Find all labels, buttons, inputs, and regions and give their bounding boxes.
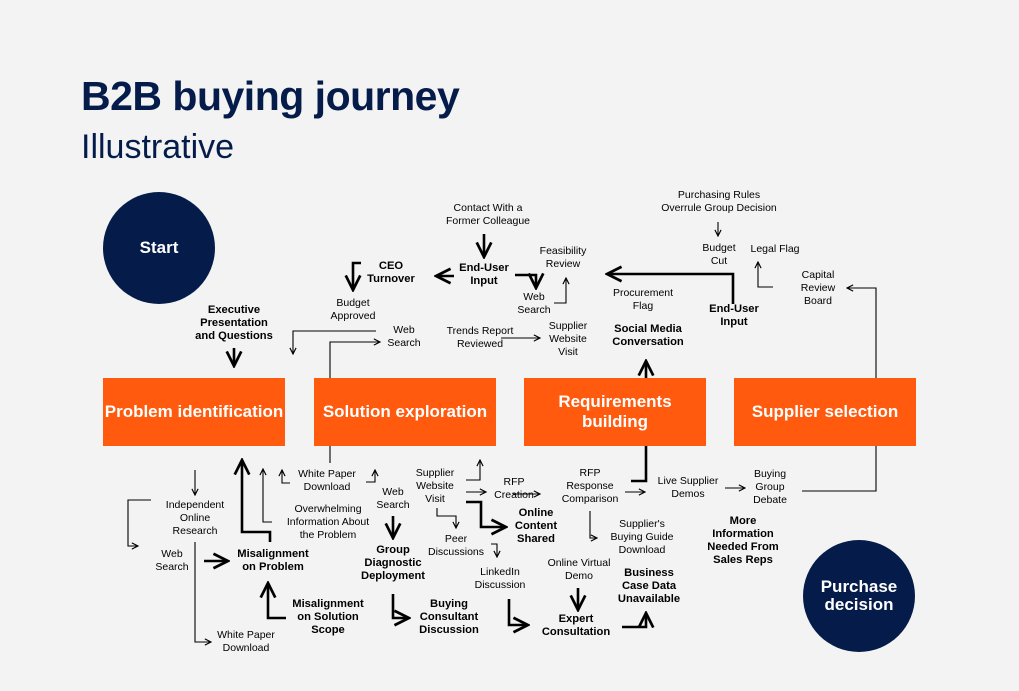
event-end-user-input: End-User Input bbox=[459, 262, 509, 287]
event-supplier-website-visit: Supplier Website Visit bbox=[415, 467, 455, 505]
event-live-supplier-demos: Live Supplier Demos bbox=[657, 475, 719, 500]
arrow bbox=[589, 511, 597, 538]
event-capital-review-board: Capital Review Board bbox=[800, 269, 836, 307]
arrow bbox=[127, 499, 151, 546]
event-budget-cut: Budget Cut bbox=[702, 242, 736, 267]
arrow bbox=[263, 469, 272, 523]
arrow bbox=[507, 599, 528, 625]
arrow bbox=[194, 542, 211, 642]
event-business-case-data-unavailable: Business Case Data Unavailable bbox=[617, 567, 681, 605]
arrow bbox=[466, 460, 480, 481]
event-web-search: Web Search bbox=[155, 548, 189, 573]
event-purchasing-rules: Purchasing Rules Overrule Group Decision bbox=[661, 189, 777, 214]
event-social-media-conversation: Social Media Conversation bbox=[612, 323, 684, 348]
event-rfp-creation: RFP Creation bbox=[494, 476, 534, 501]
arrow bbox=[515, 275, 536, 288]
event-buying-group-debate: Buying Group Debate bbox=[753, 468, 787, 506]
arrow bbox=[847, 288, 877, 378]
page-title: B2B buying journey bbox=[81, 73, 460, 119]
arrow bbox=[466, 500, 506, 527]
event-expert-consultation: Expert Consultation bbox=[541, 613, 611, 638]
event-feasibility-review: Feasibility Review bbox=[539, 245, 587, 270]
event-peer-discussions: Peer Discussions bbox=[427, 533, 485, 558]
arrow bbox=[282, 470, 290, 484]
event-misalignment-on-problem: Misalignment on Problem bbox=[237, 548, 309, 573]
arrow bbox=[491, 543, 497, 557]
event-budget-approved: Budget Approved bbox=[330, 297, 376, 322]
event-web-search: Web Search bbox=[517, 291, 551, 316]
event-independent-online-research: Independent Online Research bbox=[165, 499, 225, 537]
arrow bbox=[758, 262, 773, 288]
arrow bbox=[622, 613, 646, 629]
arrow bbox=[554, 278, 566, 304]
arrow bbox=[293, 330, 376, 354]
arrow bbox=[242, 460, 272, 542]
event-end-user-input: End-User Input bbox=[709, 303, 759, 328]
stage-requirements-building: Requirements building bbox=[524, 378, 706, 446]
event-web-search: Web Search bbox=[376, 486, 410, 511]
event-web-search: Web Search bbox=[387, 324, 421, 349]
stage-supplier-selection: Supplier selection bbox=[734, 378, 916, 446]
event-trends-report: Trends Report Reviewed bbox=[446, 325, 514, 350]
page-subtitle: Illustrative bbox=[81, 128, 235, 166]
event-buying-guide-download: Supplier's Buying Guide Download bbox=[610, 518, 674, 556]
stage-problem-identification: Problem identification bbox=[103, 378, 285, 446]
arrow bbox=[353, 261, 361, 290]
event-more-information-needed: More Information Needed From Sales Reps bbox=[707, 515, 779, 566]
event-white-paper-download: White Paper Download bbox=[217, 629, 275, 654]
event-contact-former-colleague: Contact With a Former Colleague bbox=[445, 202, 531, 227]
event-buying-consultant-discussion: Buying Consultant Discussion bbox=[419, 598, 479, 636]
event-group-diagnostic-deployment: Group Diagnostic Deployment bbox=[360, 544, 426, 582]
event-white-paper-download: White Paper Download bbox=[298, 468, 356, 493]
event-online-virtual-demo: Online Virtual Demo bbox=[547, 557, 611, 582]
arrow bbox=[329, 342, 380, 378]
arrow bbox=[802, 446, 877, 492]
purchase-decision-node: Purchase decision bbox=[803, 540, 915, 652]
event-ceo-turnover: CEO Turnover bbox=[367, 260, 415, 285]
event-overwhelming-information: Overwhelming Information About the Probl… bbox=[286, 503, 370, 541]
event-supplier-website-visit: Supplier Website Visit bbox=[548, 320, 588, 358]
arrow bbox=[366, 470, 375, 483]
arrow bbox=[631, 446, 648, 483]
event-rfp-response-comparison: RFP Response Comparison bbox=[561, 467, 619, 505]
event-legal-flag: Legal Flag bbox=[750, 243, 800, 255]
event-linkedin-discussion: LinkedIn Discussion bbox=[474, 566, 526, 591]
arrow bbox=[391, 594, 409, 618]
event-online-content-shared: Online Content Shared bbox=[514, 507, 558, 545]
stage-solution-exploration: Solution exploration bbox=[314, 378, 496, 446]
arrow bbox=[436, 508, 456, 528]
event-misalignment-on-solution-scope: Misalignment on Solution Scope bbox=[292, 598, 364, 636]
event-executive-presentation: Executive Presentation and Questions bbox=[195, 304, 273, 342]
arrow bbox=[268, 583, 286, 620]
start-node: Start bbox=[103, 192, 215, 304]
event-procurement-flag: Procurement Flag bbox=[612, 287, 674, 312]
